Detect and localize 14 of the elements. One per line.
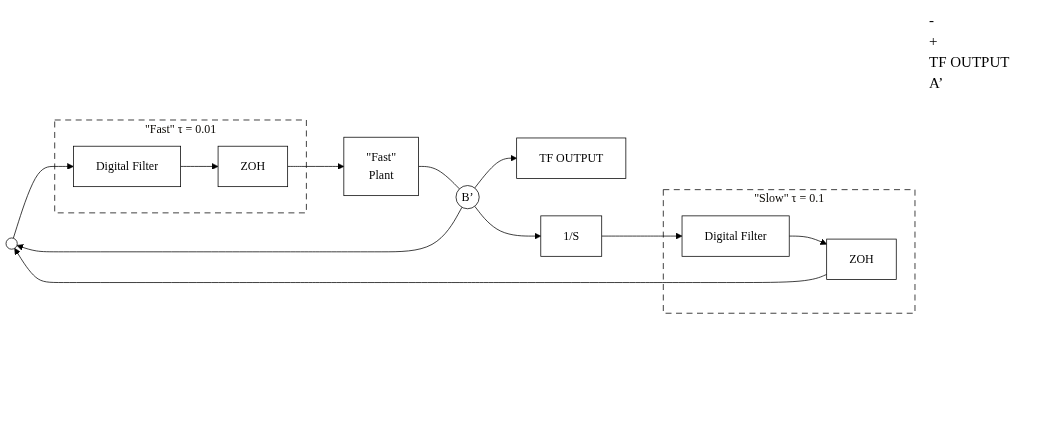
node-box: ZOH <box>217 145 289 187</box>
node-box: TF OUTPUT <box>516 137 627 179</box>
signal-label: A’ <box>929 75 945 92</box>
signal-label: TF OUTPUT <box>929 54 1011 71</box>
node-box: Digital Filter <box>73 145 181 187</box>
signal-label: - <box>929 12 935 29</box>
node-box: "Fast" Plant <box>343 136 419 196</box>
node-circle: B’ <box>455 185 480 209</box>
node-box: ZOH <box>826 238 897 280</box>
node-box: Digital Filter <box>681 215 790 257</box>
node-box: 1/S <box>540 215 603 257</box>
signal-label: + <box>929 33 939 50</box>
connector <box>418 165 460 190</box>
node-circle <box>5 237 18 250</box>
